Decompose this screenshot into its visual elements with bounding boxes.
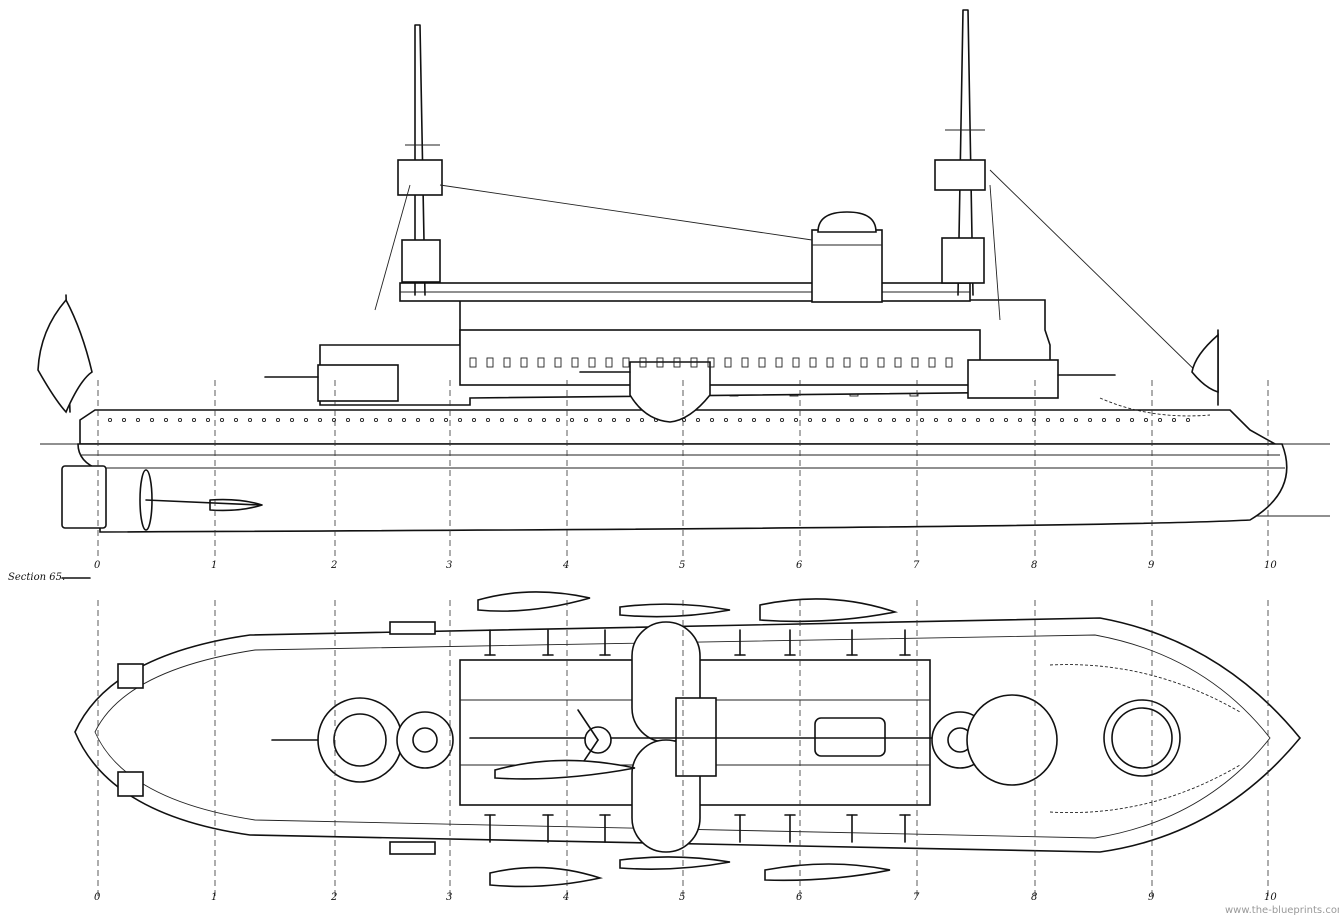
station-number: 6 xyxy=(796,560,803,571)
boat-bottom-1 xyxy=(489,866,604,888)
boat-top-2 xyxy=(619,603,731,618)
rigging-fore xyxy=(989,169,1206,381)
station-number: 0 xyxy=(94,560,101,571)
upper-casemate xyxy=(459,329,981,386)
davits xyxy=(484,629,911,843)
section-label: Section 65. xyxy=(8,572,65,583)
station-number: 2 xyxy=(330,560,337,571)
station-number: 4 xyxy=(562,560,569,571)
station-number: 5 xyxy=(679,892,685,903)
boat-internal xyxy=(494,759,636,780)
station-number: 9 xyxy=(1148,560,1155,571)
station-number: 8 xyxy=(1031,892,1037,903)
secondary-gun-plan xyxy=(577,709,612,771)
station-number: 1 xyxy=(211,560,217,571)
station-number: 4 xyxy=(562,892,569,903)
watermark: www.the-blueprints.com xyxy=(1225,905,1339,916)
midship-turret xyxy=(629,361,711,423)
superstructure-windows xyxy=(469,357,953,368)
boat-top-3 xyxy=(759,598,899,623)
station-number: 3 xyxy=(446,560,452,571)
station-number: 5 xyxy=(679,560,685,571)
fore-main-turret-plan xyxy=(931,694,1058,786)
side-elevation-view xyxy=(37,9,1330,533)
anchor-chain xyxy=(1099,397,1211,417)
aft-mast xyxy=(374,24,443,311)
hull-lower xyxy=(77,443,1288,533)
rail-fitting-2 xyxy=(389,621,436,635)
station-number: 8 xyxy=(1031,560,1037,571)
station-number: 6 xyxy=(796,892,803,903)
bow-flag xyxy=(1191,329,1219,406)
stern-fitting-port xyxy=(117,663,144,689)
capstan xyxy=(1103,699,1181,777)
rigging-aft xyxy=(439,184,813,241)
plan-view xyxy=(74,591,1302,888)
aft-turret xyxy=(317,364,399,402)
boat-bottom-3 xyxy=(764,863,891,882)
boat-top-1 xyxy=(477,591,591,612)
station-number: 10 xyxy=(1264,892,1277,903)
station-number: 0 xyxy=(94,892,101,903)
station-lines-plan: 0 1 2 3 4 5 6 7 8 9 10 xyxy=(94,600,1277,903)
station-number: 7 xyxy=(913,892,920,903)
station-number: 1 xyxy=(211,892,217,903)
funnel xyxy=(811,211,883,303)
station-number: 10 xyxy=(1264,560,1277,571)
stern-flag xyxy=(37,294,93,414)
funnel-plan xyxy=(675,697,717,777)
station-number: 7 xyxy=(913,560,920,571)
station-lines-side: 0 1 2 3 4 5 6 7 8 9 10 xyxy=(94,380,1277,571)
stern-fitting-starboard xyxy=(117,771,144,797)
rail-fitting xyxy=(389,841,436,855)
fore-turret xyxy=(967,359,1059,399)
aft-main-turret-plan xyxy=(271,697,454,783)
propeller xyxy=(139,469,263,531)
boat-bottom-2 xyxy=(619,856,731,870)
station-number: 9 xyxy=(1148,892,1155,903)
rudder xyxy=(61,465,107,529)
boat-skid xyxy=(814,717,886,757)
station-number: 3 xyxy=(446,892,452,903)
fore-mast xyxy=(934,9,1001,321)
station-number: 2 xyxy=(330,892,337,903)
